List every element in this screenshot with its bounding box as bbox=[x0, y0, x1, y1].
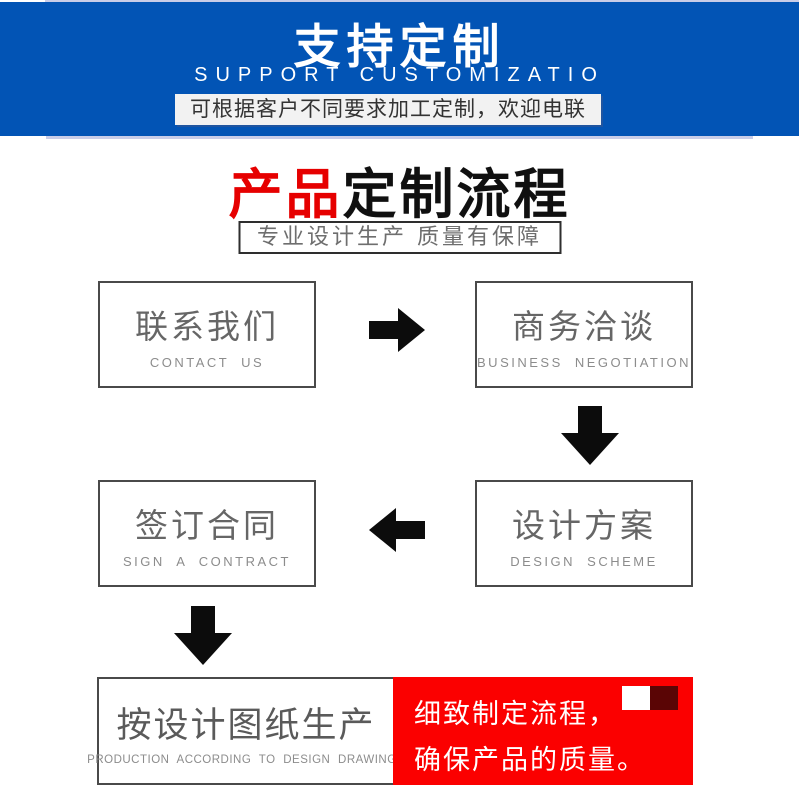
flow-step-negotiation: 商务洽谈 BUSINESS NEGOTIATION bbox=[475, 281, 693, 388]
flow-step-contact: 联系我们 CONTACT US bbox=[98, 281, 316, 388]
section-subtitle: 专业设计生产 质量有保障 bbox=[238, 221, 561, 254]
arrow-down-icon bbox=[174, 606, 232, 665]
section-title-highlight: 产品 bbox=[228, 163, 343, 226]
arrow-right-icon bbox=[369, 308, 425, 352]
flow-step-label-zh: 商务洽谈 bbox=[512, 306, 656, 346]
quality-note-line1: 细致制定流程， bbox=[414, 699, 617, 730]
banner-top-shadow bbox=[45, 0, 799, 2]
arrow-down-icon bbox=[561, 406, 619, 465]
flow-step-label-en: CONTACT US bbox=[149, 354, 265, 370]
flow-step-design-scheme: 设计方案 DESIGN SCHEME bbox=[475, 480, 693, 587]
arrow-left-icon bbox=[369, 508, 425, 552]
flow-step-label-zh: 签订合同 bbox=[135, 505, 279, 545]
quality-note: 细致制定流程， 确保产品的质量。 bbox=[393, 677, 693, 785]
section-title-rest: 定制流程 bbox=[342, 163, 571, 226]
decor-square-dark bbox=[650, 686, 678, 710]
flow-step-production: 按设计图纸生产 PRODUCTION ACCORDING TO DESIGN D… bbox=[87, 677, 404, 785]
flow-step-label-en: BUSINESS NEGOTIATION bbox=[477, 354, 691, 370]
flow-step-label-en: SIGN A CONTRACT bbox=[123, 553, 291, 569]
decor-square-light bbox=[622, 686, 650, 710]
quality-note-line2: 确保产品的质量。 bbox=[414, 745, 646, 776]
banner-title: 支持定制 bbox=[293, 20, 506, 75]
flow-step-sign-contract: 签订合同 SIGN A CONTRACT bbox=[98, 480, 316, 587]
banner-subtitle: SUPPORT CUSTOMIZATIO bbox=[194, 64, 605, 86]
flow-step-label-zh: 设计方案 bbox=[512, 505, 656, 545]
flow-step-label-en: PRODUCTION ACCORDING TO DESIGN DRAWINGS bbox=[87, 753, 405, 766]
banner: 支持定制 SUPPORT CUSTOMIZATIO 可根据客户不同要求加工定制，… bbox=[0, 2, 799, 136]
flow-step-label-zh: 按设计图纸生产 bbox=[116, 705, 376, 746]
flow-step-label-zh: 联系我们 bbox=[135, 306, 279, 346]
banner-tagline: 可根据客户不同要求加工定制，欢迎电联 bbox=[175, 94, 601, 125]
section-title: 产品定制流程 bbox=[0, 150, 799, 229]
banner-bottom-shadow bbox=[46, 136, 753, 139]
flow-step-label-en: DESIGN SCHEME bbox=[510, 553, 658, 569]
